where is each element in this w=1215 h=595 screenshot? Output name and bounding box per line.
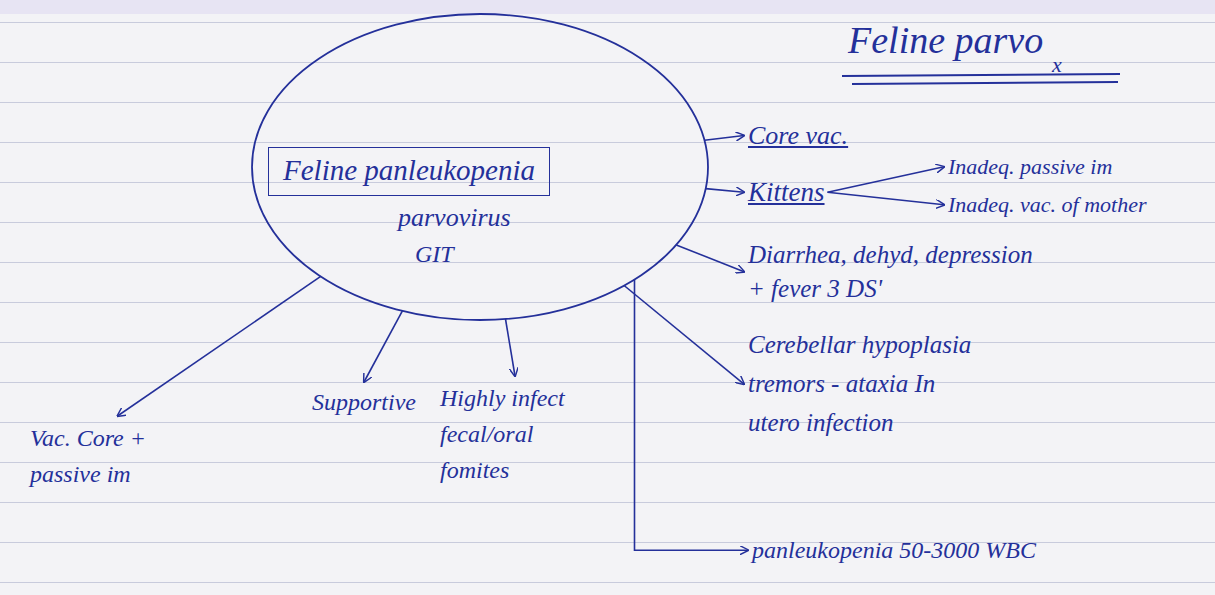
note-text: Inadeq. passive im bbox=[948, 152, 1112, 182]
topic-oval-line bbox=[252, 14, 708, 320]
node-text: panleukopenia 50-3000 WBC bbox=[752, 534, 1036, 566]
arrow-connector bbox=[828, 167, 945, 192]
node-text: Highly infect fecal/oral fomites bbox=[440, 380, 590, 488]
note-text: Vac. Core + passive im bbox=[30, 420, 205, 492]
node-text: parvovirus bbox=[398, 200, 511, 235]
node-text: Inadeq. vac. of mother bbox=[948, 190, 1147, 220]
note-text: Kittens bbox=[748, 174, 825, 210]
title-underline bbox=[842, 74, 1120, 76]
arrow-connector bbox=[706, 189, 744, 193]
note-text: Core vac. bbox=[748, 118, 848, 153]
arrow-connector bbox=[676, 245, 744, 272]
page-title: Feline parvo bbox=[848, 18, 1043, 62]
title-underline bbox=[852, 82, 1118, 84]
node-text: Cerebellar hypoplasia tremors - ataxia I… bbox=[748, 326, 988, 442]
note-text: Diarrhea, dehyd, depression + fever 3 DS… bbox=[748, 238, 1048, 306]
arrow-connector bbox=[635, 280, 749, 551]
topic-box: Feline panleukopenia bbox=[268, 147, 550, 196]
note-text: Cerebellar hypoplasia tremors - ataxia I… bbox=[748, 326, 988, 442]
node-text: Diarrhea, dehyd, depression + fever 3 DS… bbox=[748, 238, 1048, 306]
node-text: Inadeq. passive im bbox=[948, 152, 1112, 182]
node-text: Kittens bbox=[748, 174, 825, 210]
note-text: Supportive bbox=[312, 386, 416, 418]
arrow-connector bbox=[705, 136, 745, 141]
arrow-connector bbox=[506, 319, 516, 376]
node-text: Supportive bbox=[312, 386, 416, 418]
node-text: Feline panleukopenia bbox=[283, 151, 535, 190]
node-text: Vac. Core + passive im bbox=[30, 420, 205, 492]
node-text: Core vac. bbox=[748, 118, 848, 153]
note-mark: x bbox=[1052, 52, 1062, 78]
note-text: panleukopenia 50-3000 WBC bbox=[752, 534, 1036, 566]
arrow-connector bbox=[828, 192, 945, 205]
topic-oval: parvovirusGIT Feline panleukopenia bbox=[250, 12, 710, 322]
note-text: Highly infect fecal/oral fomites bbox=[440, 380, 590, 488]
node-text: GIT bbox=[415, 238, 454, 270]
note-text: Inadeq. vac. of mother bbox=[948, 190, 1147, 220]
arrow-connector bbox=[624, 286, 744, 385]
arrow-connector bbox=[118, 276, 321, 416]
arrow-connector bbox=[364, 311, 402, 382]
